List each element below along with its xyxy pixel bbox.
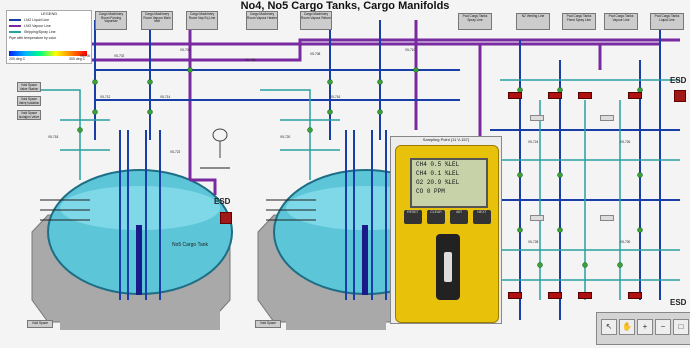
clear-key[interactable]: CLEAR	[427, 210, 445, 224]
legend-item-vapour: LNG Vapour Line	[7, 23, 91, 29]
valve-label: V5-710	[405, 48, 416, 52]
status-tag[interactable]	[578, 292, 592, 299]
arrow-icon[interactable]: ↖	[601, 319, 617, 335]
status-tag[interactable]	[628, 292, 642, 299]
status-tag[interactable]	[530, 215, 544, 221]
reading-row: O2 20.9 %LEL	[416, 179, 460, 186]
temp-max-label: 300 deg C	[69, 57, 86, 61]
legend-heading: LEGEND	[40, 11, 58, 16]
esd-label: ESD	[214, 197, 231, 206]
valve-label: V5-728	[528, 240, 539, 244]
hand-icon[interactable]: ✋	[619, 319, 635, 335]
valve-label: V5-700	[80, 54, 91, 58]
void-space-bottom-right[interactable]: Void Space	[255, 320, 281, 328]
valve-label: V5-704	[180, 48, 191, 52]
valve-label: V5-722	[170, 150, 181, 154]
sampling-point-title: Sampling Point (11 V-157)	[422, 137, 470, 142]
valve-label: V5-712	[100, 95, 111, 99]
status-tag[interactable]	[508, 92, 522, 99]
void-space-button-0[interactable]: Void Space Valve Station	[17, 82, 41, 92]
page-title: No4, No5 Cargo Tanks, Cargo Manifolds	[240, 0, 450, 12]
status-tag[interactable]	[548, 292, 562, 299]
valve-label: V5-702	[114, 54, 125, 58]
header-button-7[interactable]: Fwd Cargo Tanks Fixed Spray Line	[562, 13, 596, 30]
status-tag[interactable]	[600, 215, 614, 221]
esd-label-bottom: ESD	[670, 298, 687, 307]
sampling-probe[interactable]	[436, 234, 460, 300]
esd-button[interactable]	[220, 212, 232, 224]
header-button-2[interactable]: Cargo Machinery Room Vap Eq Line	[186, 11, 218, 30]
status-tag[interactable]	[548, 92, 562, 99]
zoom-in-icon[interactable]: +	[637, 319, 653, 335]
void-space-button-2[interactable]: Void Space Isolation Valve Drain	[17, 110, 41, 120]
header-button-1[interactable]: Cargo Machinery Room Vapour Main Inlet	[141, 11, 173, 30]
air-key[interactable]: AIR	[450, 210, 468, 224]
status-tag[interactable]	[508, 292, 522, 299]
header-button-0[interactable]: Cargo Machinery Room Forcing Vaporiser	[95, 11, 127, 30]
valve-label: V5-706	[245, 58, 256, 62]
header-button-4[interactable]: Cargo Machinery Room Vapour Return	[300, 11, 332, 30]
legend-item-liquid: LNG Liquid Line	[7, 17, 91, 23]
temp-min-label: 200 deg C	[9, 57, 26, 61]
status-tag[interactable]	[600, 115, 614, 121]
valve-label: V5-726	[620, 140, 631, 144]
valve-label: V5-714	[160, 95, 171, 99]
status-tag[interactable]	[578, 92, 592, 99]
next-key[interactable]: NEXT	[473, 210, 491, 224]
status-tag[interactable]	[628, 92, 642, 99]
legend-panel: LEGEND LNG Liquid Line LNG Vapour Line S…	[6, 10, 92, 64]
zoom-out-icon[interactable]: −	[655, 319, 671, 335]
void-space-button-1[interactable]: Void Space Valve Isolation Valve	[17, 96, 41, 106]
reading-row: CH4 0.5 %LEL	[416, 161, 460, 168]
valve-label: V5-724	[528, 140, 539, 144]
reading-row: CH4 0.1 %LEL	[416, 170, 460, 177]
legend-item-spray: Stripping/Spray Line	[7, 29, 91, 35]
header-button-3[interactable]: Cargo Machinery Room Vapour Heater	[246, 11, 278, 30]
header-button-5[interactable]: Fwd Cargo Tanks Spray Line	[458, 13, 492, 30]
valve-label: V5-730	[620, 240, 631, 244]
legend-item-label: LNG Vapour Line	[24, 24, 51, 28]
void-space-bottom-left[interactable]: Void Space	[27, 320, 53, 328]
temperature-color-scale	[9, 51, 87, 56]
valve-label: V5-720	[280, 135, 291, 139]
valve-label: V5-708	[310, 52, 321, 56]
esd-label-right: ESD	[670, 76, 687, 85]
header-button-8[interactable]: Fwd Cargo Tanks Vapour Line	[604, 13, 638, 30]
valve-label: V5-718	[48, 135, 59, 139]
legend-temp-heading: Pipe with temperature by color	[9, 36, 57, 40]
fit-icon[interactable]: □	[673, 319, 689, 335]
sampling-point-popup[interactable]: Sampling Point (11 V-157) CH4 0.5 %LEL C…	[390, 136, 502, 324]
reset-key[interactable]: RESET	[404, 210, 422, 224]
esd-button-right[interactable]	[674, 90, 686, 102]
status-tag[interactable]	[530, 115, 544, 121]
legend-item-label: LNG Liquid Line	[24, 18, 50, 22]
tank-label: No5 Cargo Tank	[171, 242, 209, 248]
gas-detector-display: CH4 0.5 %LEL CH4 0.1 %LEL O2 20.9 %LEL C…	[410, 158, 488, 208]
header-button-9[interactable]: Fwd Cargo Tanks Liquid Line	[650, 13, 684, 30]
gas-detector-device: CH4 0.5 %LEL CH4 0.1 %LEL O2 20.9 %LEL C…	[395, 145, 499, 323]
valve-label: V5-716	[330, 95, 341, 99]
zoom-toolbar: ↖ ✋ + − □	[596, 312, 690, 345]
probe-clip	[444, 252, 452, 282]
reading-row: CO 0 PPM	[416, 188, 445, 195]
header-button-6[interactable]: N2 Venting Line	[516, 13, 550, 30]
legend-item-label: Stripping/Spray Line	[24, 30, 56, 34]
